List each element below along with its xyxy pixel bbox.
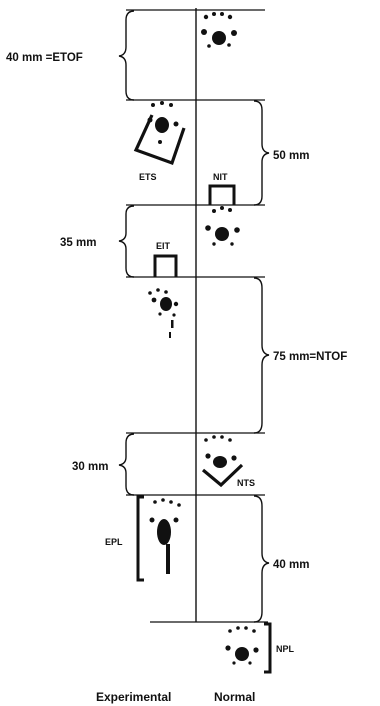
brace-ets-nit	[254, 101, 269, 205]
brace-ntof	[254, 278, 269, 433]
nit-marker	[210, 186, 234, 205]
label-etof: 40 mm =ETOF	[6, 52, 83, 64]
brace-etof	[119, 11, 134, 100]
brace-eit	[119, 206, 134, 277]
footprint-experimental-ets	[148, 101, 179, 144]
footprint-normal-npl	[225, 626, 258, 664]
label-epl-npl: 40 mm	[273, 559, 309, 571]
footprint-normal-2	[205, 206, 240, 246]
epl-marker	[138, 497, 144, 580]
label-ets-nit: 50 mm	[273, 150, 309, 162]
footprint-normal-nts	[204, 435, 236, 468]
label-nit: NIT	[213, 172, 228, 182]
label-ntof: 75 mm=NTOF	[273, 351, 347, 363]
footprint-experimental-2	[148, 288, 178, 338]
braces	[119, 11, 269, 622]
column-label-experimental: Experimental	[96, 690, 171, 704]
eit-marker	[155, 256, 176, 277]
brace-nts	[119, 434, 134, 495]
footprint-experimental-epl	[150, 498, 181, 574]
column-label-normal: Normal	[214, 690, 255, 704]
label-ets: ETS	[139, 172, 157, 182]
label-epl: EPL	[105, 537, 123, 547]
label-eit: 35 mm	[60, 237, 96, 249]
npl-marker	[264, 624, 270, 672]
footprint-normal-1	[201, 12, 237, 48]
label-npl: NPL	[276, 644, 295, 654]
reference-lines	[126, 10, 268, 622]
label-nts: 30 mm	[72, 461, 108, 473]
label-eit-marker: EIT	[156, 241, 171, 251]
label-nts: NTS	[237, 478, 255, 488]
brace-epl-npl	[254, 496, 269, 622]
